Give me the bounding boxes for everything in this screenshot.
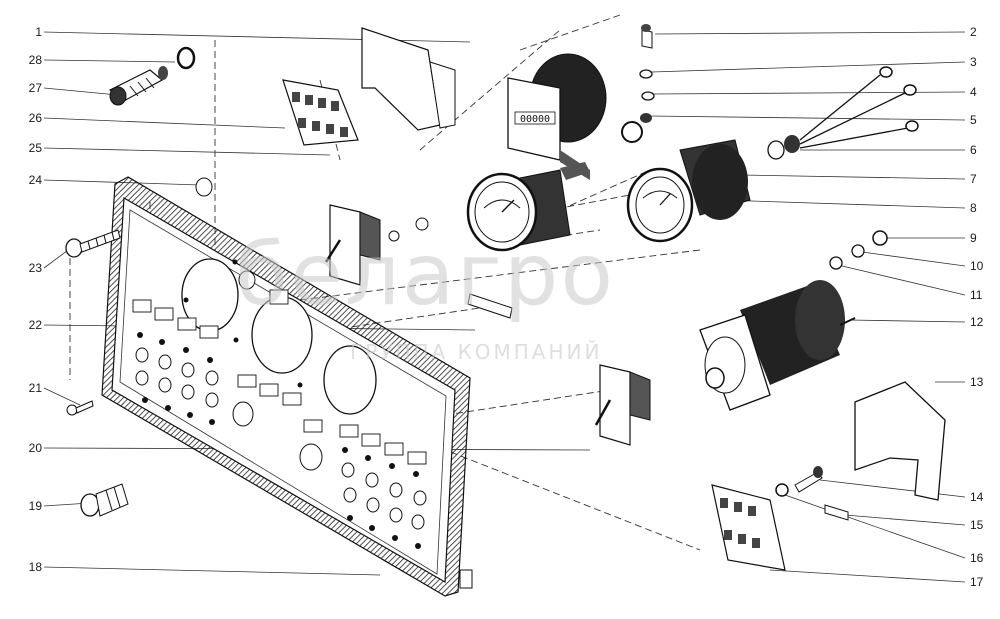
callout-7: 7 bbox=[970, 172, 977, 186]
callout-15: 15 bbox=[970, 518, 984, 532]
washers-nuts bbox=[829, 230, 888, 270]
wire-harness bbox=[767, 66, 919, 160]
cover-bracket-lower bbox=[854, 381, 946, 501]
lamp-socket bbox=[108, 66, 168, 106]
callout-2: 2 bbox=[970, 25, 977, 39]
small-screw bbox=[66, 400, 94, 416]
small-hardware bbox=[621, 24, 655, 143]
mounting-screw bbox=[65, 229, 121, 258]
terminal-block-top bbox=[282, 79, 359, 146]
callout-21: 21 bbox=[28, 381, 42, 395]
electric-motor bbox=[699, 280, 856, 411]
hour-counter-gauge: 00000 bbox=[507, 53, 607, 180]
callout-14: 14 bbox=[970, 490, 984, 504]
callout-19: 19 bbox=[28, 499, 42, 513]
callout-8: 8 bbox=[970, 201, 977, 215]
callout-10: 10 bbox=[970, 259, 984, 273]
callout-3: 3 bbox=[970, 55, 977, 69]
plug-connector bbox=[80, 483, 129, 517]
callout-4: 4 bbox=[970, 85, 977, 99]
callout-13: 13 bbox=[970, 375, 984, 389]
callout-12: 12 bbox=[970, 315, 984, 329]
mounting-strip bbox=[467, 293, 513, 319]
callout-26: 26 bbox=[28, 111, 42, 125]
toggle-switch-upper bbox=[324, 204, 429, 286]
callout-25: 25 bbox=[28, 141, 42, 155]
callout-22: 22 bbox=[28, 318, 42, 332]
callout-6: 6 bbox=[970, 143, 977, 157]
callout-18: 18 bbox=[28, 560, 42, 574]
callout-28: 28 bbox=[28, 53, 42, 67]
callout-24: 24 bbox=[28, 173, 42, 187]
toggle-switch-lower bbox=[594, 364, 651, 446]
grommet bbox=[195, 177, 213, 197]
terminal-block-lower bbox=[711, 484, 786, 571]
callout-11: 11 bbox=[970, 288, 983, 302]
callout-1: 1 bbox=[35, 25, 42, 39]
temperature-gauge bbox=[626, 139, 751, 243]
callout-23: 23 bbox=[28, 261, 42, 275]
callout-17: 17 bbox=[970, 575, 984, 589]
gasket-ring bbox=[176, 46, 196, 70]
callout-27: 27 bbox=[28, 81, 42, 95]
callout-20: 20 bbox=[28, 441, 42, 455]
callout-16: 16 bbox=[970, 551, 984, 565]
cover-bracket-top bbox=[361, 27, 441, 131]
instrument-panel-frame bbox=[101, 176, 473, 597]
bolt-assembly bbox=[775, 466, 849, 521]
pressure-gauge bbox=[466, 162, 590, 252]
callout-5: 5 bbox=[970, 113, 977, 127]
counter-digits: 00000 bbox=[520, 114, 550, 125]
callout-9: 9 bbox=[970, 231, 977, 245]
